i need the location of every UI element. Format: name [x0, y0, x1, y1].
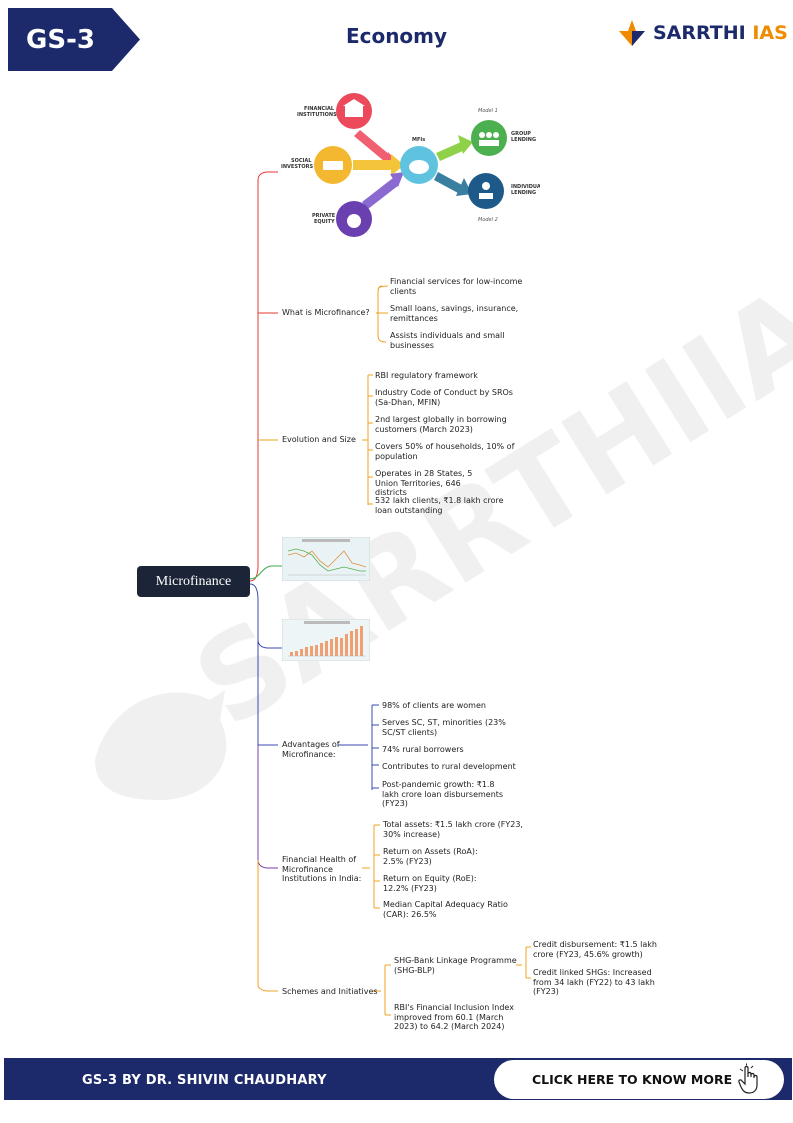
individual-lending-icon: [468, 173, 504, 209]
scheme-shg-blp[interactable]: SHG-Bank Linkage Programme (SHG-BLP): [394, 956, 517, 975]
know-more-button[interactable]: CLICK HERE TO KNOW MORE: [494, 1060, 784, 1099]
branch-what-is[interactable]: What is Microfinance?: [282, 308, 370, 317]
svg-text:LENDING: LENDING: [511, 137, 536, 143]
bar-chart-thumbnail[interactable]: [282, 619, 370, 661]
evolution-item-2: Industry Code of Conduct by SROs (Sa-Dha…: [375, 388, 513, 407]
evolution-item-3: 2nd largest globally in borrowing custom…: [375, 415, 507, 434]
evolution-item-6: 532 lakh clients, ₹1.8 lakh crore loan o…: [375, 496, 504, 515]
health-item-2: Return on Assets (RoA): 2.5% (FY23): [383, 847, 478, 866]
shg-item-2: Credit linked SHGs: Increased from 34 la…: [533, 968, 655, 996]
brand-logo[interactable]: SARRTHI IAS: [617, 18, 788, 48]
health-item-4: Median Capital Adequacy Ratio (CAR): 26.…: [383, 900, 508, 919]
label-model1: Model 1: [478, 108, 498, 114]
advantage-item-5: Post-pandemic growth: ₹1.8 lakh crore lo…: [382, 780, 504, 808]
line-chart-thumbnail[interactable]: [282, 537, 370, 581]
arrow-si-mfis: [353, 160, 391, 170]
svg-text:INSTITUTIONS: INSTITUTIONS: [297, 112, 337, 118]
root-node[interactable]: Microfinance: [137, 566, 250, 597]
pointer-hand-icon: [738, 1063, 758, 1094]
what-item-2: Small loans, savings, insurance, remitta…: [390, 304, 519, 323]
branch-evolution[interactable]: Evolution and Size: [282, 435, 356, 444]
svg-text:EQUITY: EQUITY: [314, 219, 335, 225]
microfinance-flow-diagram: FINANCIAL INSTITUTIONS SOCIAL INVESTORS …: [281, 93, 540, 237]
label-si: SOCIAL: [291, 158, 312, 164]
advantage-item-3: 74% rural borrowers: [382, 745, 464, 754]
what-item-1: Financial services for low-income client…: [390, 277, 523, 296]
arrow-pe-mfis: [362, 178, 399, 209]
brand-emblem-icon: [619, 20, 645, 46]
health-item-1: Total assets: ₹1.5 lakh crore (FY23, 30%…: [383, 820, 523, 839]
page-title: Economy: [345, 24, 448, 48]
arrow-fi-mfis: [354, 130, 396, 166]
label-model2: Model 2: [478, 217, 498, 223]
label-pe: PRIVATE: [312, 213, 336, 219]
advantage-item-4: Contributes to rural development: [382, 762, 516, 771]
footer-author: GS-3 BY DR. SHIVIN CHAUDHARY: [82, 1073, 327, 1088]
health-item-3: Return on Equity (RoE): 12.2% (FY23): [383, 874, 477, 893]
advantage-item-2: Serves SC, ST, minorities (23% SC/ST cli…: [382, 718, 506, 737]
advantage-item-1: 98% of clients are women: [382, 701, 486, 710]
label-fi: FINANCIAL: [304, 106, 335, 112]
svg-text:INVESTORS: INVESTORS: [281, 164, 313, 170]
branch-advantages[interactable]: Advantages of Microfinance:: [282, 740, 340, 759]
arrow-mfis-group: [436, 142, 465, 161]
label-group: GROUP: [511, 131, 531, 137]
arrow-mfis-individual: [434, 172, 462, 193]
svg-text:LENDING: LENDING: [511, 190, 536, 196]
gs3-tag-shape: [8, 8, 140, 71]
branch-financial-health[interactable]: Financial Health of Microfinance Institu…: [282, 855, 362, 883]
shg-item-1: Credit disbursement: ₹1.5 lakh crore (FY…: [533, 940, 657, 959]
brand-name: SARRTHI IAS: [653, 22, 788, 44]
scheme-rbi-fi-index: RBI's Financial Inclusion Index improved…: [394, 1003, 514, 1031]
label-mfis: MFIs: [412, 137, 425, 143]
evolution-item-1: RBI regulatory framework: [375, 371, 478, 380]
evolution-item-5: Operates in 28 States, 5 Union Territori…: [375, 469, 473, 497]
evolution-item-4: Covers 50% of households, 10% of populat…: [375, 442, 515, 461]
branch-schemes[interactable]: Schemes and Initiatives: [282, 987, 378, 996]
what-item-3: Assists individuals and small businesses: [390, 331, 505, 350]
gs3-tag: GS-3: [26, 24, 95, 55]
